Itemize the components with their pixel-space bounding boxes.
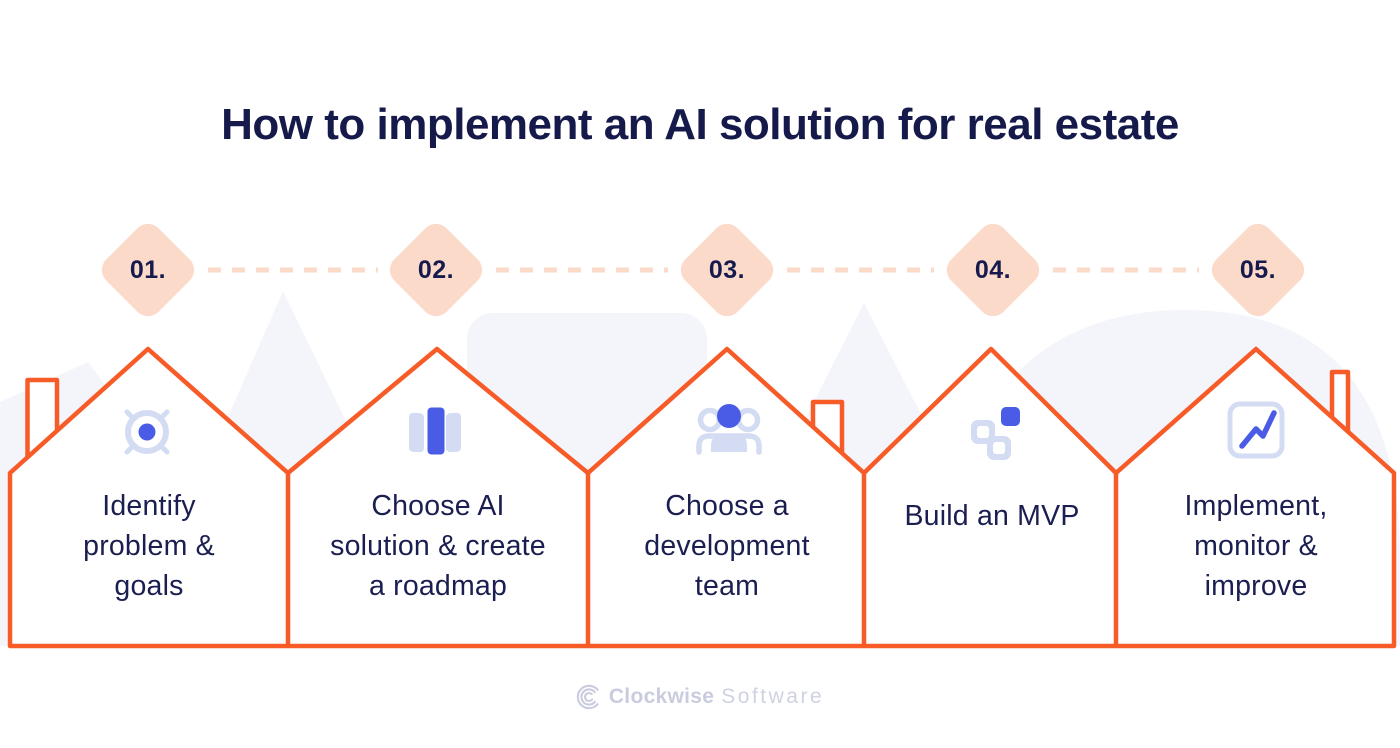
team-icon (696, 404, 762, 455)
clockwise-logo-icon (576, 684, 602, 710)
step-label-1: Identify problem & goals (10, 486, 288, 606)
map-icon (409, 407, 461, 455)
step-label-2: Choose AI solution & create a roadmap (292, 486, 584, 606)
step-label-2-line-1: Choose AI (371, 490, 505, 522)
brand-name-bold: Clockwise (608, 685, 715, 708)
blocks-icon (971, 407, 1020, 460)
house-dividers (285, 473, 1119, 646)
step-label-3: Choose a development team (590, 486, 864, 606)
step-label-4: Build an MVP (868, 496, 1116, 536)
step-label-5-line-1: Implement, (1184, 490, 1328, 522)
houses-outline (7, 346, 1397, 649)
step-label-5: Implement, monitor & improve (1118, 486, 1394, 606)
step-label-1-line-3: goals (114, 570, 184, 602)
chart-icon (1227, 401, 1285, 459)
step-label-2-line-3: a roadmap (368, 570, 508, 602)
step-icons (124, 401, 1285, 460)
step-number-5: 05. (1239, 255, 1277, 284)
step-label-5-line-3: improve (1204, 570, 1308, 602)
page-title: How to implement an AI solution for real… (221, 100, 1179, 149)
step-label-1-line-2: problem & (83, 530, 215, 562)
step-number-2: 02. (417, 255, 455, 284)
step-number-4: 04. (974, 255, 1012, 284)
step-label-3-line-3: team (694, 570, 760, 602)
step-label-5-line-2: monitor & (1194, 530, 1318, 562)
houses-roofline (7, 346, 1397, 649)
step-label-1-line-1: Identify (102, 490, 196, 522)
target-icon (124, 409, 170, 455)
step-number-3: 03. (708, 255, 746, 284)
brand-footer: Clockwise Software (0, 684, 1400, 710)
brand-name-light: Software (721, 685, 825, 708)
step-label-3-line-1: Choose a (665, 490, 789, 522)
step-label-2-line-2: solution & create (330, 530, 546, 562)
step-number-1: 01. (129, 255, 167, 284)
step-label-3-line-2: development (644, 530, 810, 562)
step-label-4-line-1: Build an MVP (904, 500, 1080, 532)
